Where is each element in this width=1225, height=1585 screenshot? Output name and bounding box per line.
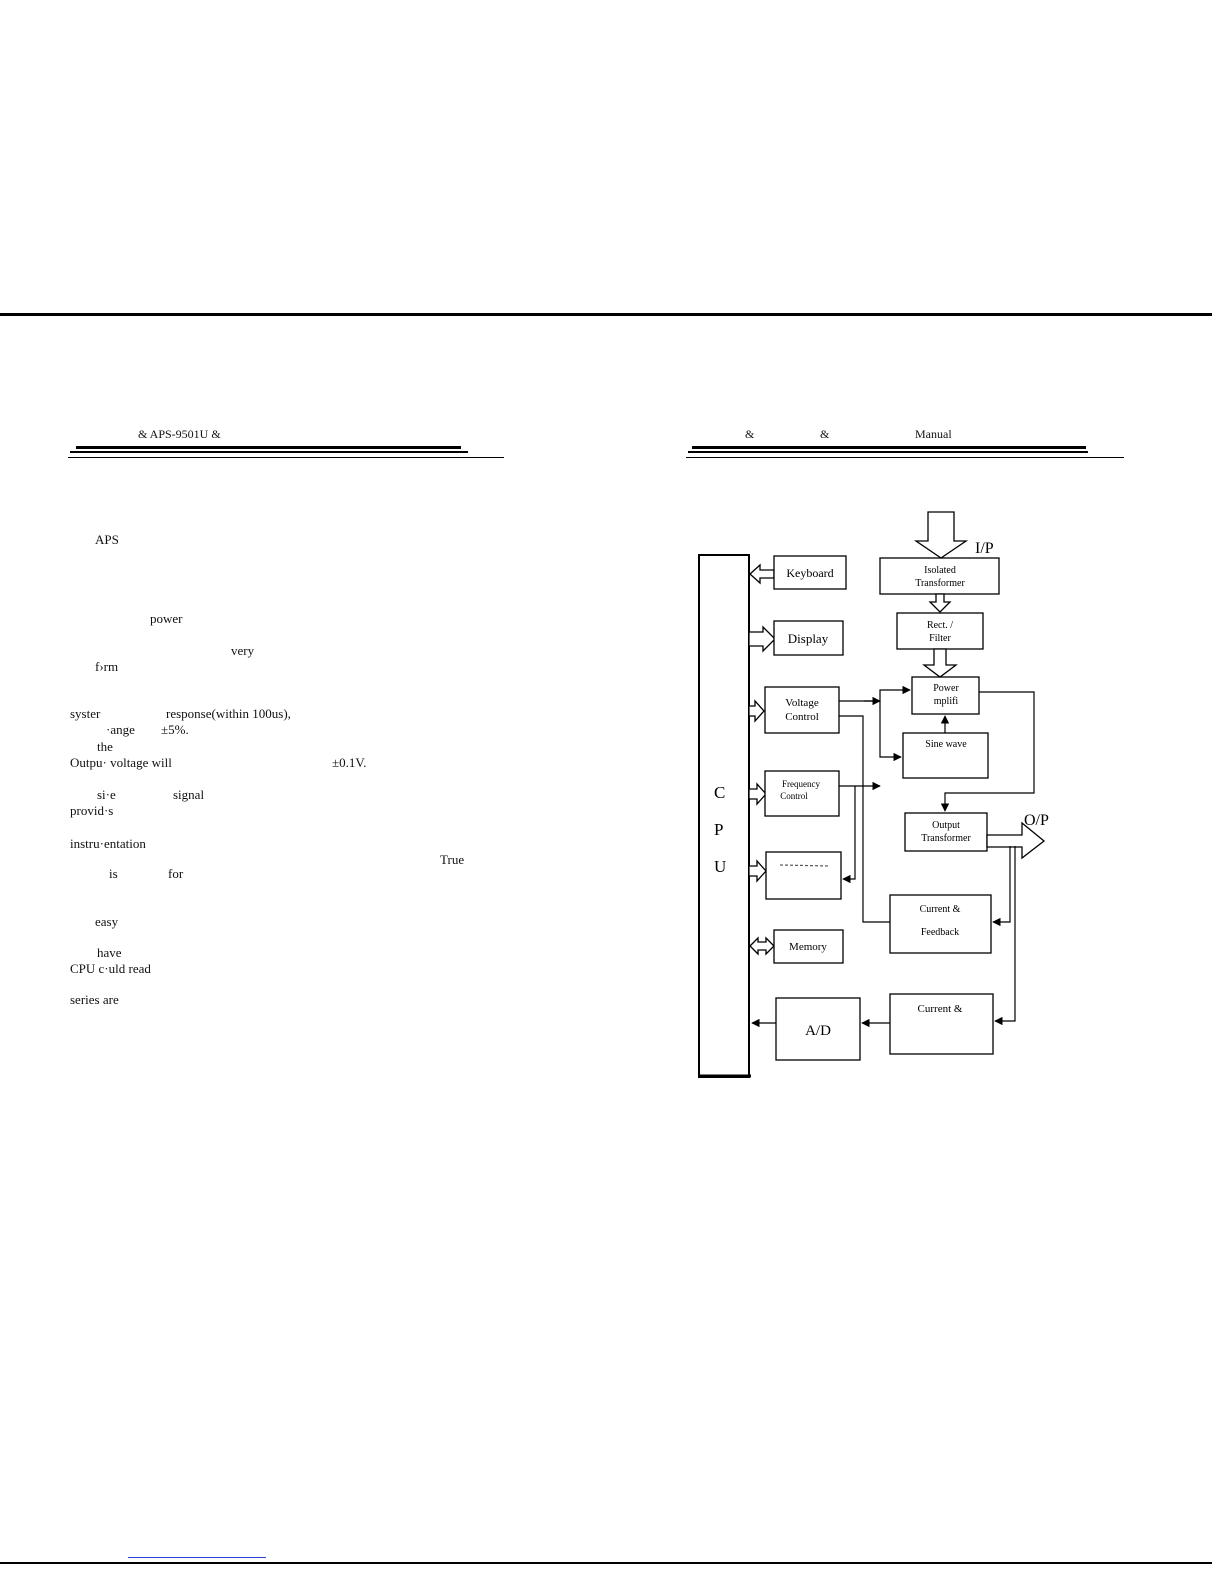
- output-arrow: [986, 821, 1046, 860]
- text-fragment: CPU c·uld read: [70, 961, 151, 976]
- display-block: [773, 620, 844, 656]
- program-bus-arrow: [748, 859, 767, 883]
- frequency-control-block: [764, 770, 840, 817]
- text-fragment: ·ange: [106, 722, 135, 737]
- display-label: Display: [788, 631, 829, 646]
- rect-to-power-arrow: [922, 648, 958, 678]
- text-fragment: syster: [70, 706, 101, 721]
- voltage-control-label-1: Voltage: [785, 697, 819, 709]
- voltage-control-block: [764, 686, 840, 734]
- text-fragment: the: [97, 739, 113, 754]
- display-bus-arrow: [748, 625, 776, 653]
- power-amplifier-label-1: Power: [933, 683, 959, 694]
- right-header-amp-1: &: [745, 427, 755, 441]
- power-amplifier-block: [911, 676, 980, 715]
- isolated-transformer-label-2: Transformer: [915, 578, 965, 589]
- memory-label: Memory: [789, 941, 827, 953]
- current-feedback-block: [889, 894, 992, 954]
- cpu-label-c: C: [714, 783, 725, 802]
- frequency-control-label-2: Control: [780, 791, 808, 801]
- top-separator-line: [0, 313, 1212, 316]
- voltage-control-label-2: Control: [785, 711, 819, 723]
- text-fragment: very: [231, 643, 255, 658]
- sine-wave-label: Sine wave: [925, 739, 967, 750]
- text-fragment: True: [440, 852, 465, 867]
- ad-block: [775, 997, 861, 1061]
- bottom-separator-line: [0, 1562, 1212, 1564]
- rect-filter-label-1: Rect. /: [927, 620, 953, 631]
- input-arrow: [913, 511, 969, 559]
- program-label-scribble: [779, 864, 831, 867]
- output-transformer-label-1: Output: [932, 820, 960, 831]
- keyboard-block: [773, 555, 847, 590]
- frequency-control-label-1: Frequency: [782, 779, 820, 789]
- isolated-transformer-block: [879, 557, 1000, 595]
- current-feedback-label-1: Current &: [920, 904, 961, 915]
- output-transformer-block: [904, 812, 988, 852]
- isolated-to-rect-arrow: [928, 593, 952, 613]
- voltage-to-power-amp: [864, 685, 911, 702]
- cpu-label-p: P: [714, 820, 723, 839]
- left-header-rule-mid: [70, 451, 468, 453]
- text-fragment: ±0.1V.: [332, 755, 367, 770]
- right-header-rule-mid: [688, 451, 1088, 453]
- keyboard-label: Keyboard: [786, 566, 833, 580]
- cpu-label-u: U: [714, 857, 726, 876]
- text-fragment: Outpu· voltage will: [70, 755, 172, 770]
- output-to-current-ad: [994, 846, 1016, 1026]
- text-fragment: easy: [95, 914, 119, 929]
- rect-filter-block: [896, 612, 984, 650]
- right-header-rule-thin: [686, 457, 1124, 458]
- rect-filter-label-2: Filter: [929, 633, 951, 644]
- text-fragment: is: [109, 866, 118, 881]
- text-fragment: response(within 100us),: [166, 706, 291, 721]
- frequency-feedback-to-program: [842, 786, 856, 884]
- input-label: I/P: [975, 540, 994, 557]
- left-header-title: & APS-9501U &: [138, 427, 221, 441]
- text-fragment: ±5%.: [161, 722, 189, 737]
- current-ad-label: Current &: [918, 1003, 963, 1015]
- footer-link-underline: [128, 1557, 266, 1558]
- cpu-block: C P U: [698, 554, 751, 1078]
- current-feedback-label-2: Feedback: [921, 927, 959, 938]
- output-label: O/P: [1024, 812, 1049, 829]
- text-fragment: APS: [95, 532, 119, 547]
- ad-label: A/D: [805, 1023, 831, 1039]
- right-header-amp-2: &: [820, 427, 830, 441]
- frequency-bus-arrow: [748, 782, 767, 806]
- text-fragment: instru·entation: [70, 836, 146, 851]
- text-fragment: f›rm: [95, 659, 119, 674]
- program-block: [765, 851, 842, 900]
- right-header-manual: Manual: [915, 427, 952, 441]
- feedback-to-voltage-control: [839, 715, 890, 923]
- text-fragment: have: [97, 945, 122, 960]
- text-fragment: for: [168, 866, 184, 881]
- output-transformer-label-2: Transformer: [921, 833, 971, 844]
- memory-bus-arrow: [749, 936, 775, 956]
- right-header-rule-thick: [692, 446, 1086, 449]
- output-to-feedback: [992, 846, 1011, 927]
- isolated-transformer-label-1: Isolated: [924, 565, 956, 576]
- memory-block: [773, 929, 844, 964]
- text-fragment: power: [150, 611, 183, 626]
- text-fragment: provid·s: [70, 803, 114, 818]
- text-fragment: series are: [70, 992, 119, 1007]
- current-ad-block: [889, 993, 994, 1055]
- power-amplifier-label-2: mplifi: [934, 696, 959, 707]
- sine-wave-block: [902, 732, 989, 779]
- left-header-rule-thick: [76, 446, 461, 449]
- keyboard-bus-arrow: [749, 563, 775, 585]
- text-fragment: signal: [173, 787, 205, 802]
- junction-to-sine-wave: [879, 701, 902, 762]
- left-header-rule-thin: [68, 457, 504, 458]
- power-amp-to-output-transformer: [940, 691, 1035, 812]
- text-fragment: si·e: [97, 787, 116, 802]
- voltage-bus-arrow: [748, 699, 765, 723]
